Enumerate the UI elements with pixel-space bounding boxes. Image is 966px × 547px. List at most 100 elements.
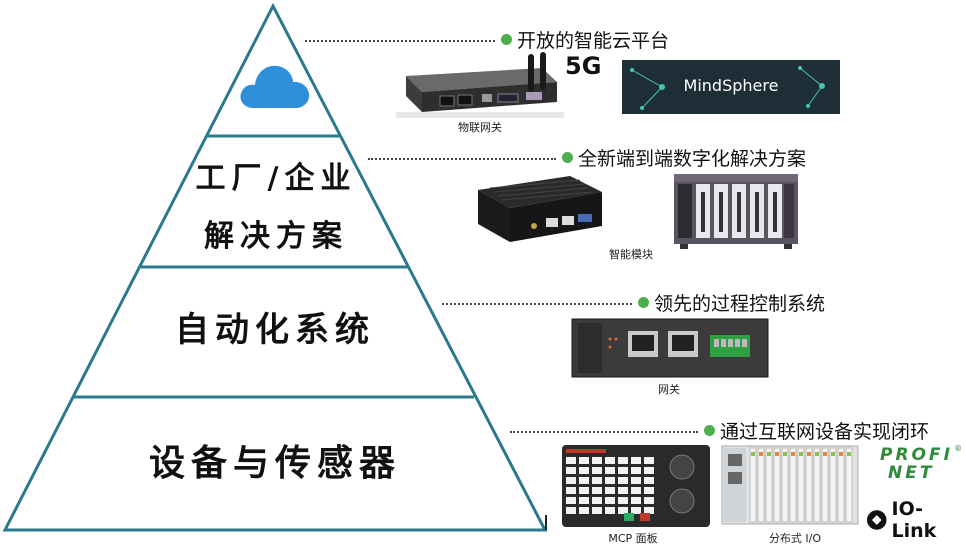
- registered-mark-icon: ®: [954, 444, 962, 453]
- io-slice: [757, 447, 765, 523]
- mcp-key: [579, 497, 589, 504]
- mcp-key: [644, 497, 654, 504]
- mcp-caption: MCP 面板: [608, 532, 658, 545]
- io-caption: 分布式 I/O: [768, 532, 822, 545]
- iot-gateway-image: [396, 52, 564, 118]
- mcp-key: [605, 477, 615, 484]
- mcp-key: [644, 457, 654, 464]
- leader-dots: [368, 157, 556, 160]
- mcp-key: [605, 487, 615, 494]
- leader-dots: [442, 302, 632, 305]
- io-slice-led: [847, 452, 851, 456]
- mcp-panel-image: [562, 445, 710, 527]
- profinet-logo-top: PROFI: [880, 445, 953, 465]
- bullet-text-closed-loop: 通过互联网设备实现闭环: [720, 421, 930, 443]
- mcp-key: [631, 467, 641, 474]
- iolink-icon: [866, 510, 887, 530]
- mindsphere-pattern: [630, 66, 825, 110]
- io-slice: [813, 447, 821, 523]
- io-slice-led: [783, 452, 787, 456]
- io-slice: [781, 447, 789, 523]
- gateway-caption: 网关: [658, 383, 680, 396]
- io-slice-led: [815, 452, 819, 456]
- mcp-key: [579, 487, 589, 494]
- mcp-key: [618, 497, 628, 504]
- mcp-key: [592, 497, 602, 504]
- mcp-key: [566, 457, 576, 464]
- iot-gateway-caption: 物联网关: [458, 121, 502, 134]
- smart-module-caption: 智能模块: [609, 248, 653, 261]
- mcp-key: [618, 457, 628, 464]
- io-slice-led: [839, 452, 843, 456]
- io-slice-led: [807, 452, 811, 456]
- mcp-key: [644, 507, 654, 514]
- mcp-key: [566, 497, 576, 504]
- mcp-key: [644, 487, 654, 494]
- bullet-row-closed-loop: 通过互联网设备实现闭环: [510, 417, 929, 444]
- mcp-key: [631, 457, 641, 464]
- mcp-key: [618, 467, 628, 474]
- cloud-icon: [240, 65, 310, 108]
- profinet-logo-bottom: NET: [888, 463, 935, 483]
- bullet-text-process: 领先的过程控制系统: [654, 293, 826, 315]
- tier-label-devices: 设备与传感器: [148, 442, 401, 484]
- mcp-key: [592, 457, 602, 464]
- io-slice-led: [767, 452, 771, 456]
- mcp-key: [579, 467, 589, 474]
- distributed-io-image: [721, 445, 859, 525]
- mcp-key: [592, 467, 602, 474]
- io-slice: [765, 447, 773, 523]
- io-slice-led: [823, 452, 827, 456]
- mcp-key: [592, 487, 602, 494]
- mcp-key: [566, 477, 576, 484]
- iolink-logo: IO-Link: [866, 498, 966, 542]
- bullet-dot: [704, 425, 715, 436]
- controller-rack-image: [674, 174, 798, 249]
- io-slice: [845, 447, 853, 523]
- io-slice-led: [759, 452, 763, 456]
- io-slice: [829, 447, 837, 523]
- mcp-key: [605, 507, 615, 514]
- iolink-label: IO-Link: [891, 498, 937, 542]
- tier-label-automation: 自动化系统: [175, 310, 375, 350]
- mcp-key: [644, 477, 654, 484]
- tier-label-factory: 工厂/企业 解决方案: [166, 150, 386, 266]
- io-slice-led: [751, 452, 755, 456]
- bullet-dot: [562, 152, 573, 163]
- tier-label-factory-line1: 工厂/企业: [195, 161, 357, 196]
- mcp-key: [566, 467, 576, 474]
- mcp-key: [566, 487, 576, 494]
- io-slice: [773, 447, 781, 523]
- mcp-key: [631, 507, 641, 514]
- io-slice: [797, 447, 805, 523]
- mini-pc-image: [478, 176, 602, 242]
- mcp-key: [579, 507, 589, 514]
- mcp-key: [618, 487, 628, 494]
- bullet-text-cloud: 开放的智能云平台: [517, 30, 670, 52]
- tier-label-factory-line2: 解决方案: [204, 219, 348, 254]
- io-slice-led: [775, 452, 779, 456]
- bullet-row-process: 领先的过程控制系统: [442, 289, 825, 316]
- profinet-logo: PROFI NET ®: [880, 444, 964, 483]
- mcp-key: [631, 487, 641, 494]
- mindsphere-label: MindSphere: [683, 76, 779, 95]
- io-slice: [837, 447, 845, 523]
- io-slice-led: [831, 452, 835, 456]
- mcp-key: [592, 477, 602, 484]
- mcp-key: [579, 457, 589, 464]
- bullet-row-solution: 全新端到端数字化解决方案: [368, 144, 806, 171]
- mcp-key: [631, 497, 641, 504]
- mcp-key: [618, 477, 628, 484]
- bullet-dot: [501, 34, 512, 45]
- io-slice: [789, 447, 797, 523]
- leader-dots: [510, 430, 698, 433]
- mindsphere-banner: MindSphere: [622, 60, 840, 114]
- mcp-key: [644, 467, 654, 474]
- bullet-row-cloud: 开放的智能云平台: [305, 26, 669, 53]
- io-slice: [821, 447, 829, 523]
- mcp-key: [618, 507, 628, 514]
- mcp-key: [605, 467, 615, 474]
- io-slice: [805, 447, 813, 523]
- mcp-key: [566, 507, 576, 514]
